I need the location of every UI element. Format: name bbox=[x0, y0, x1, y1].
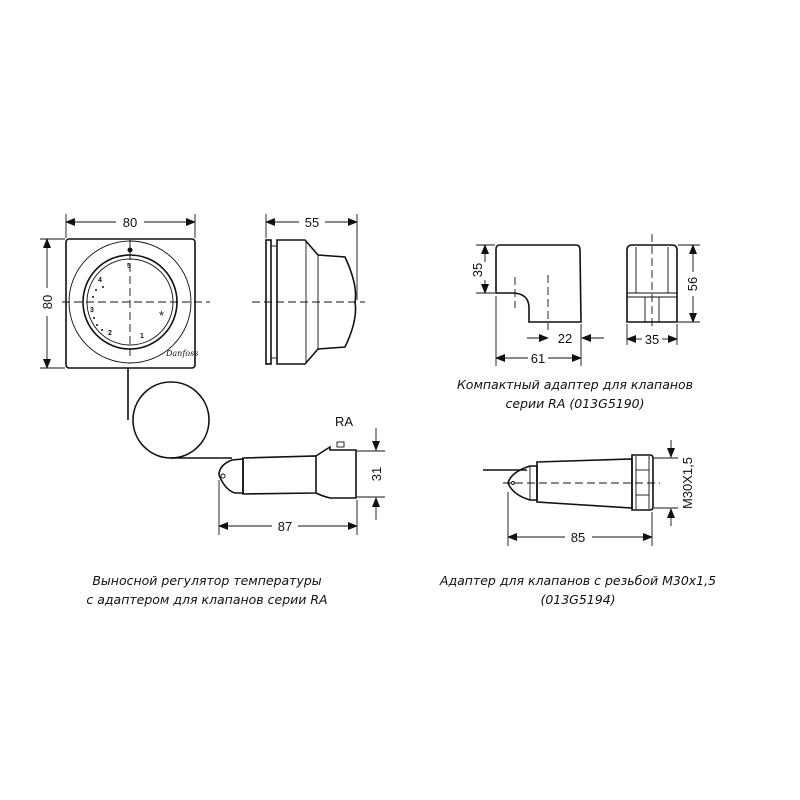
dim-thread-m30x1-5: M30X1,5 bbox=[680, 457, 695, 509]
dial-mark-frost: * bbox=[159, 308, 164, 323]
dim-width-80: 80 bbox=[123, 215, 137, 230]
dim-width-35: 35 bbox=[645, 332, 659, 347]
caption-remote-regulator-1: Выносной регулятор температуры bbox=[92, 573, 321, 588]
danfoss-logo: Danfoss bbox=[165, 349, 198, 358]
compact-adapter-front: 35 22 61 bbox=[470, 244, 604, 366]
dim-depth-55: 55 bbox=[305, 215, 319, 230]
dim-length-87: 87 bbox=[278, 519, 292, 534]
dim-height-31: 31 bbox=[369, 467, 384, 481]
caption-m30-adapter-1: Адаптер для клапанов с резьбой M30x1,5 bbox=[439, 573, 716, 588]
dial-mark-1: 1 bbox=[140, 333, 144, 340]
dim-height-35: 35 bbox=[470, 263, 485, 277]
dial-mark-4: 4 bbox=[98, 277, 102, 284]
dial-mark-5: 5 bbox=[127, 263, 131, 270]
ra-label: RA bbox=[335, 414, 353, 429]
dim-height-80: 80 bbox=[40, 295, 55, 309]
caption-remote-regulator-2: с адаптером для клапанов серии RA bbox=[86, 592, 327, 607]
dim-length-61: 61 bbox=[531, 351, 545, 366]
compact-adapter-side: 56 35 bbox=[626, 234, 700, 347]
caption-m30-adapter-2: (013G5194) bbox=[540, 592, 615, 607]
dim-height-56: 56 bbox=[685, 277, 700, 291]
m30-adapter: M30X1,5 85 bbox=[483, 440, 695, 546]
dim-length-85: 85 bbox=[571, 530, 585, 545]
thermostat-side-view: 55 bbox=[252, 214, 365, 365]
dial-mark-2: 2 bbox=[108, 330, 112, 337]
caption-compact-2: серии RA (013G5190) bbox=[505, 396, 644, 411]
remote-sensor-with-ra-adapter: RA 31 87 bbox=[127, 368, 385, 535]
dim-offset-22: 22 bbox=[558, 331, 572, 346]
caption-compact-1: Компактный адаптер для клапанов bbox=[457, 377, 693, 392]
thermostat-front-view: 5 4 3 2 1 * Danfoss 80 80 bbox=[40, 214, 210, 369]
dial-mark-3: 3 bbox=[90, 307, 94, 314]
